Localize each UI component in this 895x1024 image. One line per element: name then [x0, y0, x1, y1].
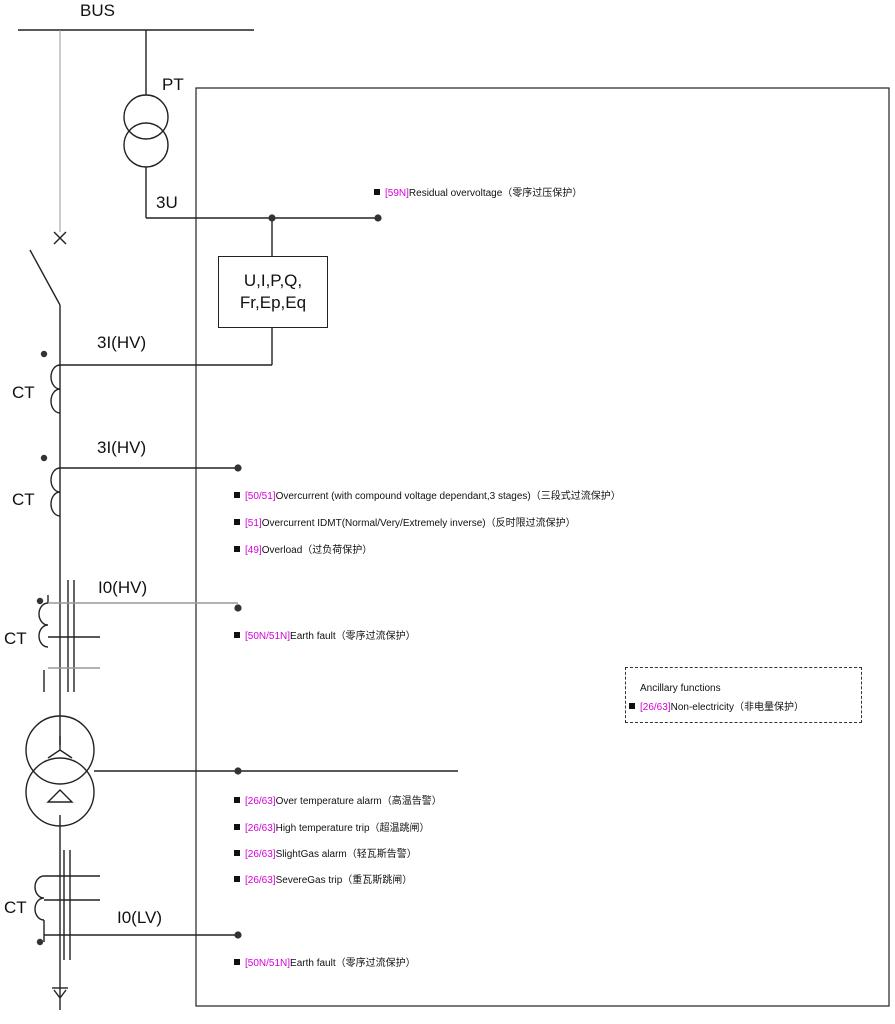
bullet-square-icon	[234, 546, 240, 552]
ancillary-functions-box	[625, 667, 862, 723]
ct4-signal-label: I0(LV)	[117, 908, 163, 927]
bullet-square-icon	[629, 703, 635, 709]
ct2-signal-label: 3I(HV)	[97, 438, 147, 457]
bullet-square-icon	[234, 632, 240, 638]
ct1-signal-label: 3I(HV)	[97, 333, 147, 352]
protection-panel-box	[195, 87, 890, 1007]
terminal-dot	[234, 604, 242, 612]
ct1-coil-icon	[50, 364, 61, 414]
ct4-zero-sequence-icon	[34, 850, 100, 960]
ct2-label: CT	[12, 490, 35, 509]
bullet-square-icon	[234, 850, 240, 856]
ground-icon	[52, 987, 68, 1000]
function-50n-51n-hv: [50N/51N]Earth fault（零序过流保护）	[234, 631, 416, 643]
ct3-polarity-dot	[36, 597, 44, 605]
function-26-63-temp-trip: [26/63]High temperature trip（超温跳闸）	[234, 823, 430, 835]
ancillary-functions-title: Ancillary functions	[640, 683, 721, 694]
power-transformer-icon	[25, 715, 95, 827]
bullet-square-icon	[234, 797, 240, 803]
ct1-label: CT	[12, 383, 35, 402]
terminal-dot	[234, 931, 242, 939]
bullet-square-icon	[234, 876, 240, 882]
terminal-dot	[374, 214, 382, 222]
junction-dot	[268, 214, 276, 222]
function-59n: [59N]Residual overvoltage（零序过压保护）	[374, 188, 582, 200]
function-26-63-temp-alarm: [26/63]Over temperature alarm（高温告警）	[234, 796, 442, 808]
bullet-square-icon	[234, 519, 240, 525]
pt-label: PT	[162, 75, 184, 94]
function-50n-51n-lv: [50N/51N]Earth fault（零序过流保护）	[234, 958, 416, 970]
bullet-square-icon	[234, 824, 240, 830]
function-26-63-gas-alarm: [26/63]SlightGas alarm（轻瓦斯告警）	[234, 849, 417, 861]
ct3-signal-label: I0(HV)	[98, 578, 148, 597]
ancillary-non-electricity: [26/63]Non-electricity（非电量保护）	[629, 702, 804, 714]
bus-label: BUS	[80, 1, 115, 20]
function-50-51: [50/51]Overcurrent (with compound voltag…	[234, 491, 621, 503]
voltage-3u-label: 3U	[156, 193, 178, 212]
ct3-zero-sequence-icon	[38, 580, 100, 692]
function-49: [49]Overload（过负荷保护）	[234, 545, 372, 557]
ct1-polarity-dot	[40, 350, 48, 358]
meter-line-1: U,I,P,Q,	[243, 271, 303, 290]
terminal-dot	[234, 464, 242, 472]
metering-box: U,I,P,Q, Fr,Ep,Eq	[218, 256, 328, 328]
terminal-dot	[234, 767, 242, 775]
ct2-coil-icon	[50, 467, 61, 517]
bullet-square-icon	[374, 189, 380, 195]
ct3-label: CT	[4, 629, 27, 648]
meter-line-2: Fr,Ep,Eq	[239, 293, 307, 312]
function-26-63-gas-trip: [26/63]SevereGas trip（重瓦斯跳闸）	[234, 875, 412, 887]
ct4-label: CT	[4, 898, 27, 917]
bullet-square-icon	[234, 492, 240, 498]
ct2-polarity-dot	[40, 454, 48, 462]
breaker-icon	[29, 231, 67, 306]
bullet-square-icon	[234, 959, 240, 965]
function-51: [51]Overcurrent IDMT(Normal/Very/Extreme…	[234, 518, 576, 530]
pt-transformer-icon	[123, 94, 169, 168]
ct4-polarity-dot	[36, 938, 44, 946]
